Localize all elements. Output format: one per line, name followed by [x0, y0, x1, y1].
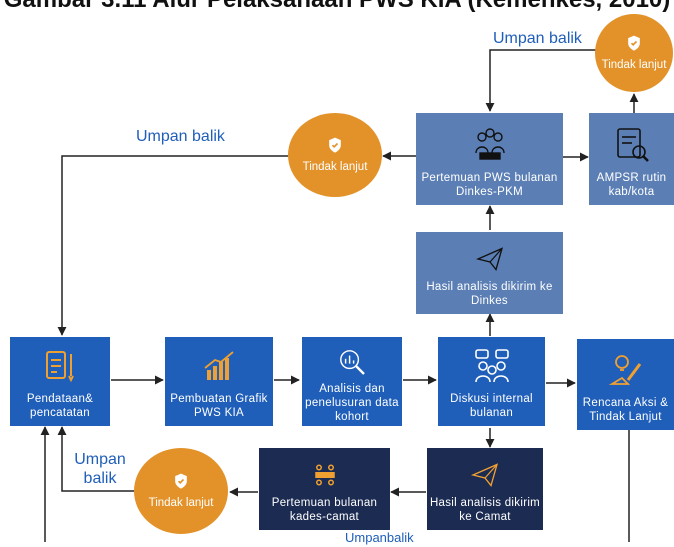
node-hasil-dinkes: Hasil analisis dikirim ke Dinkes	[416, 232, 563, 314]
node-pembuatan-label: Pembuatan Grafik PWS KIA	[170, 393, 268, 419]
discussion-group-icon	[474, 349, 509, 383]
meeting-icon	[314, 464, 335, 486]
magnifier-chart-icon	[340, 350, 365, 375]
node-pertemuan-kades-label: Pertemuan bulanan kades-camat	[271, 497, 378, 523]
hand-shield-icon	[628, 35, 640, 51]
arrow-left-feedback	[57, 426, 134, 492]
node-hasil-dinkes-label: Hasil analisis dikirim ke Dinkes	[426, 281, 553, 307]
paper-plane-icon	[470, 463, 499, 487]
tindak-lanjut-circle-top: Tindak lanjut	[595, 14, 673, 92]
arrow-top-feedback	[485, 49, 596, 112]
feedback-label-bottom: Umpanbalik	[345, 530, 414, 545]
tindak-lanjut-label: Tindak lanjut	[601, 59, 667, 71]
report-search-icon	[616, 128, 649, 162]
node-ampsr-label: AMPSR rutin kab/kota	[596, 172, 667, 198]
tindak-lanjut-circle-bottom: Tindak lanjut	[134, 448, 228, 534]
node-pendataan-label: Pendataan& pencatatan	[26, 393, 94, 419]
node-pembuatan: Pembuatan Grafik PWS KIA	[165, 337, 273, 426]
tindak-lanjut-label: Tindak lanjut	[148, 497, 214, 509]
node-hasil-camat-label: Hasil analisis dikirim ke Camat	[429, 497, 541, 523]
feedback-label-middle: Umpan balik	[136, 128, 225, 145]
node-rencana-label: Rencana Aksi & Tindak Lanjut	[582, 397, 669, 423]
feedback-label-left: Umpan balik	[74, 451, 126, 487]
node-diskusi-label: Diskusi internal bulanan	[450, 393, 533, 419]
feedback-label-top: Umpan balik	[493, 30, 582, 47]
node-analisis-label: Analisis dan penelusuran data kohort	[305, 383, 399, 423]
node-pertemuan-kades: Pertemuan bulanan kades-camat	[259, 448, 390, 530]
document-pen-icon	[46, 351, 74, 383]
bar-chart-icon	[204, 351, 234, 380]
paper-plane-icon	[475, 247, 503, 271]
node-pendataan: Pendataan& pencatatan	[10, 337, 110, 426]
tindak-lanjut-label: Tindak lanjut	[302, 161, 368, 173]
node-rencana: Rencana Aksi & Tindak Lanjut	[577, 339, 674, 430]
node-hasil-camat: Hasil analisis dikirim ke Camat	[427, 448, 543, 530]
node-pertemuan-pws-label: Pertemuan PWS bulanan Dinkes-PKM	[421, 172, 558, 198]
figure-title: Gambar 3.11 Alur Pelaksanaan PWS KIA (Ke…	[0, 0, 674, 14]
node-diskusi: Diskusi internal bulanan	[438, 337, 545, 426]
node-ampsr: AMPSR rutin kab/kota	[589, 113, 674, 205]
node-analisis: Analisis dan penelusuran data kohort	[302, 337, 402, 426]
meeting-icon	[474, 128, 505, 160]
node-pertemuan-pws: Pertemuan PWS bulanan Dinkes-PKM	[416, 113, 563, 205]
arrow-middle-feedback	[57, 155, 288, 336]
lightbulb-pencil-icon	[608, 355, 641, 385]
hand-shield-icon	[175, 473, 187, 489]
tindak-lanjut-circle-middle: Tindak lanjut	[288, 113, 382, 197]
hand-shield-icon	[329, 137, 341, 153]
